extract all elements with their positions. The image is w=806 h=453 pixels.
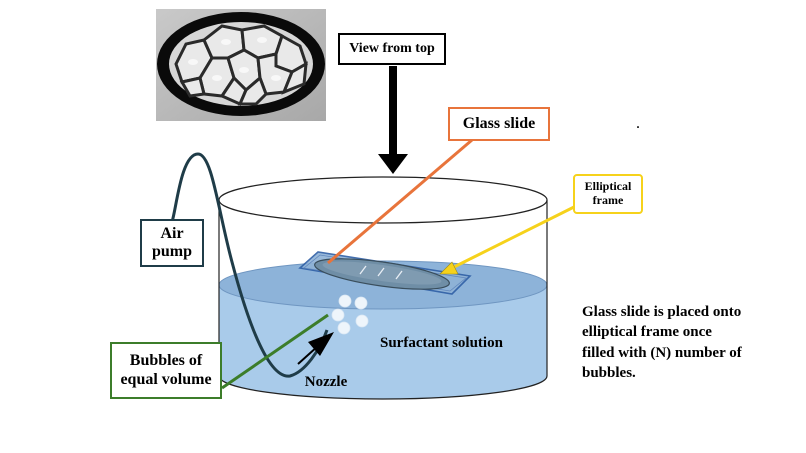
nozzle-arrow-icon (297, 332, 334, 365)
view-from-top-label: View from top (338, 33, 446, 65)
bubbles (331, 294, 369, 335)
elliptical-frame-callout-arrow (439, 202, 581, 275)
bubbles-callout-line (221, 313, 329, 390)
glass-slide-label: Glass slide (448, 107, 550, 141)
top-view-photo (156, 9, 326, 121)
bubbles-label: Bubbles of equal volume (110, 342, 222, 399)
down-arrow-icon (378, 66, 408, 174)
procedure-note: Glass slide is placed onto elliptical fr… (582, 304, 742, 381)
elliptical-frame (314, 258, 450, 290)
nozzle-label: Nozzle (304, 374, 348, 390)
glass-slide-callout-line (327, 138, 473, 265)
elliptical-frame-label: Elliptical frame (573, 174, 643, 214)
air-tube (169, 152, 329, 378)
surfactant-solution-label: Surfactant solution (380, 335, 503, 351)
air-pump-label: Air pump (140, 219, 204, 267)
stray-dot: . (636, 117, 640, 131)
